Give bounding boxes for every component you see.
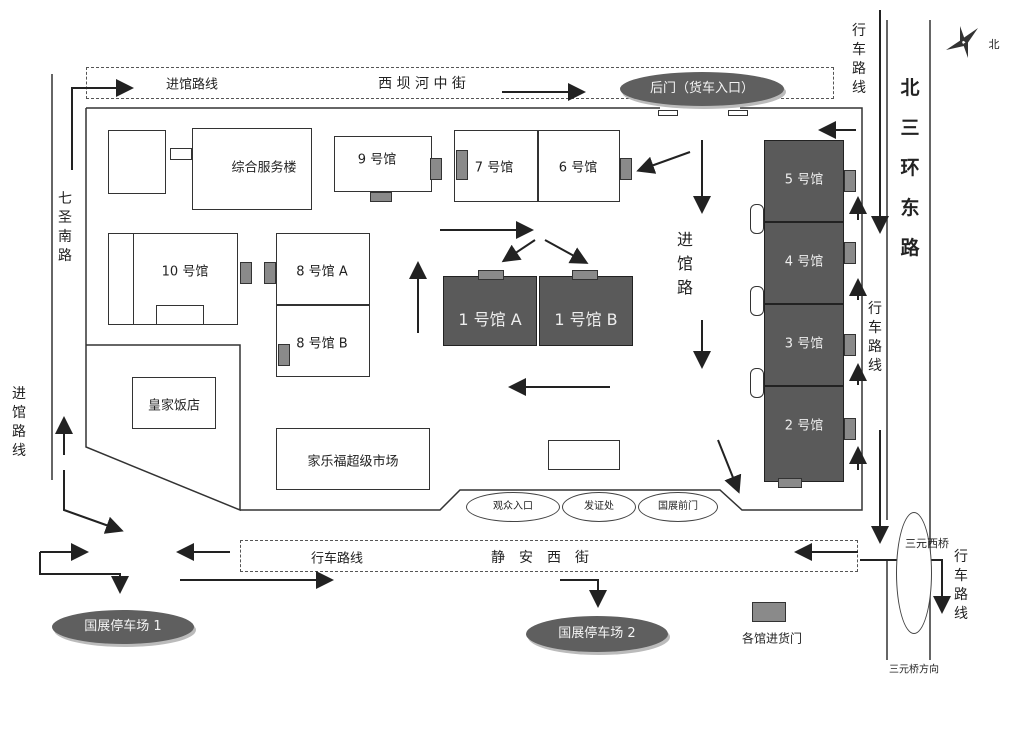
certificate-office: 发证处 <box>562 492 636 522</box>
hall-10-label: 10 号馆 <box>161 264 209 280</box>
route-arrow <box>636 151 691 174</box>
sanyuan-direction-label: 三元桥方向 <box>889 664 939 676</box>
certificate-office-label: 发证处 <box>584 501 614 512</box>
bottom-street-band <box>240 540 858 572</box>
hall-1b-label: 1 号馆 B <box>554 310 618 329</box>
route-arrow <box>39 552 129 594</box>
restaurant-label: 皇家饭店 <box>147 398 201 414</box>
visitor-entrance-label: 观众入口 <box>493 501 533 512</box>
loading-door <box>264 262 276 284</box>
hall-5 <box>764 140 844 222</box>
parking-lot-1-label: 国展停车场 1 <box>84 619 162 634</box>
hall-1a <box>443 276 537 346</box>
hall-1b <box>539 276 633 346</box>
connector <box>750 368 764 398</box>
hall-10-wing <box>108 233 134 325</box>
loading-door <box>370 192 392 202</box>
hall-7 <box>454 130 538 202</box>
legend-loading-door-label: 各馆进货门 <box>741 631 803 646</box>
loading-door <box>278 344 290 366</box>
route-arrow <box>560 579 607 608</box>
sanyuan-west-bridge-label: 三元西桥 <box>905 537 949 550</box>
top-street-label: 西 坝 河 中 街 <box>378 76 466 92</box>
route-arrow <box>63 470 124 534</box>
route-label-left: 进馆路线 <box>12 386 26 459</box>
connector <box>750 286 764 316</box>
route-arrow <box>501 239 536 263</box>
hall-7-label: 7 号馆 <box>474 160 514 176</box>
route-label-right-top: 行车路线 <box>852 23 866 96</box>
sanyuan-west-bridge: 三元西桥 <box>896 512 949 634</box>
hall-6 <box>538 130 620 202</box>
connector <box>750 204 764 234</box>
hall-8b <box>276 305 370 377</box>
top-street-band <box>86 67 834 99</box>
front-gate: 国展前门 <box>638 492 718 522</box>
hall-6-label: 6 号馆 <box>558 160 598 176</box>
loading-door <box>620 158 632 180</box>
route-label-bottom: 行车路线 <box>310 551 364 567</box>
loading-door <box>456 150 468 180</box>
legend-loading-door-swatch <box>752 602 786 622</box>
hall-8a-label: 8 号馆 A <box>296 264 348 280</box>
hall-9-label: 9 号馆 <box>357 152 397 168</box>
hall-5-label: 5 号馆 <box>784 172 824 188</box>
building-service-block <box>192 128 312 210</box>
loading-door <box>844 418 856 440</box>
hall-8b-label: 8 号馆 B <box>296 336 348 352</box>
route-arrow <box>860 559 951 614</box>
loading-door <box>478 270 504 280</box>
parking-lot-2: 国展停车场 2 <box>526 616 668 652</box>
small-annex <box>170 148 192 160</box>
compass-icon <box>946 26 978 58</box>
building-annex <box>108 130 166 194</box>
loading-door <box>778 478 802 488</box>
inner-road-label: 进馆路 <box>676 230 693 297</box>
hall-10-annex <box>156 305 204 325</box>
loading-door <box>844 334 856 356</box>
loading-door <box>572 270 598 280</box>
hall-8a <box>276 233 370 305</box>
loading-door <box>430 158 442 180</box>
hall-4 <box>764 222 844 304</box>
hall-9 <box>334 136 432 192</box>
parking-lot-2-label: 国展停车场 2 <box>558 626 636 641</box>
hall-2 <box>764 386 844 482</box>
restaurant <box>132 377 216 429</box>
route-label-top: 进馆路线 <box>165 77 219 93</box>
back-gate-label: 后门（货车入口） <box>649 81 754 96</box>
north-label: 北 <box>988 38 1000 51</box>
route-arrow <box>717 439 742 494</box>
hall-1a-label: 1 号馆 A <box>458 310 522 329</box>
loading-door <box>844 242 856 264</box>
loading-door <box>240 262 252 284</box>
gate-post <box>658 110 678 116</box>
site-outline-left <box>85 108 241 512</box>
hall-2-label: 2 号馆 <box>784 418 824 434</box>
service-building-label: 综合服务楼 <box>231 160 297 176</box>
route-label-right-mid: 行车路线 <box>868 301 882 374</box>
hall-4-label: 4 号馆 <box>784 254 824 270</box>
bottom-street-label: 静 安 西 街 <box>491 550 589 566</box>
back-gate: 后门（货车入口） <box>620 72 784 106</box>
gate-post <box>728 110 748 116</box>
north-third-ring-road-label: 北三环东路 <box>900 77 920 259</box>
small-building <box>548 440 620 470</box>
front-gate-label: 国展前门 <box>658 501 698 512</box>
supermarket-label: 家乐福超级市场 <box>307 454 399 470</box>
loading-door <box>844 170 856 192</box>
visitor-entrance: 观众入口 <box>466 492 560 522</box>
supermarket <box>276 428 430 490</box>
route-arrow <box>71 79 134 170</box>
route-label-right-bottom: 行车路线 <box>954 549 968 622</box>
hall-3-label: 3 号馆 <box>784 336 824 352</box>
qisheng-south-road-label: 七圣南路 <box>58 191 72 264</box>
parking-lot-1: 国展停车场 1 <box>52 610 194 644</box>
hall-3 <box>764 304 844 386</box>
route-arrow <box>544 239 589 264</box>
